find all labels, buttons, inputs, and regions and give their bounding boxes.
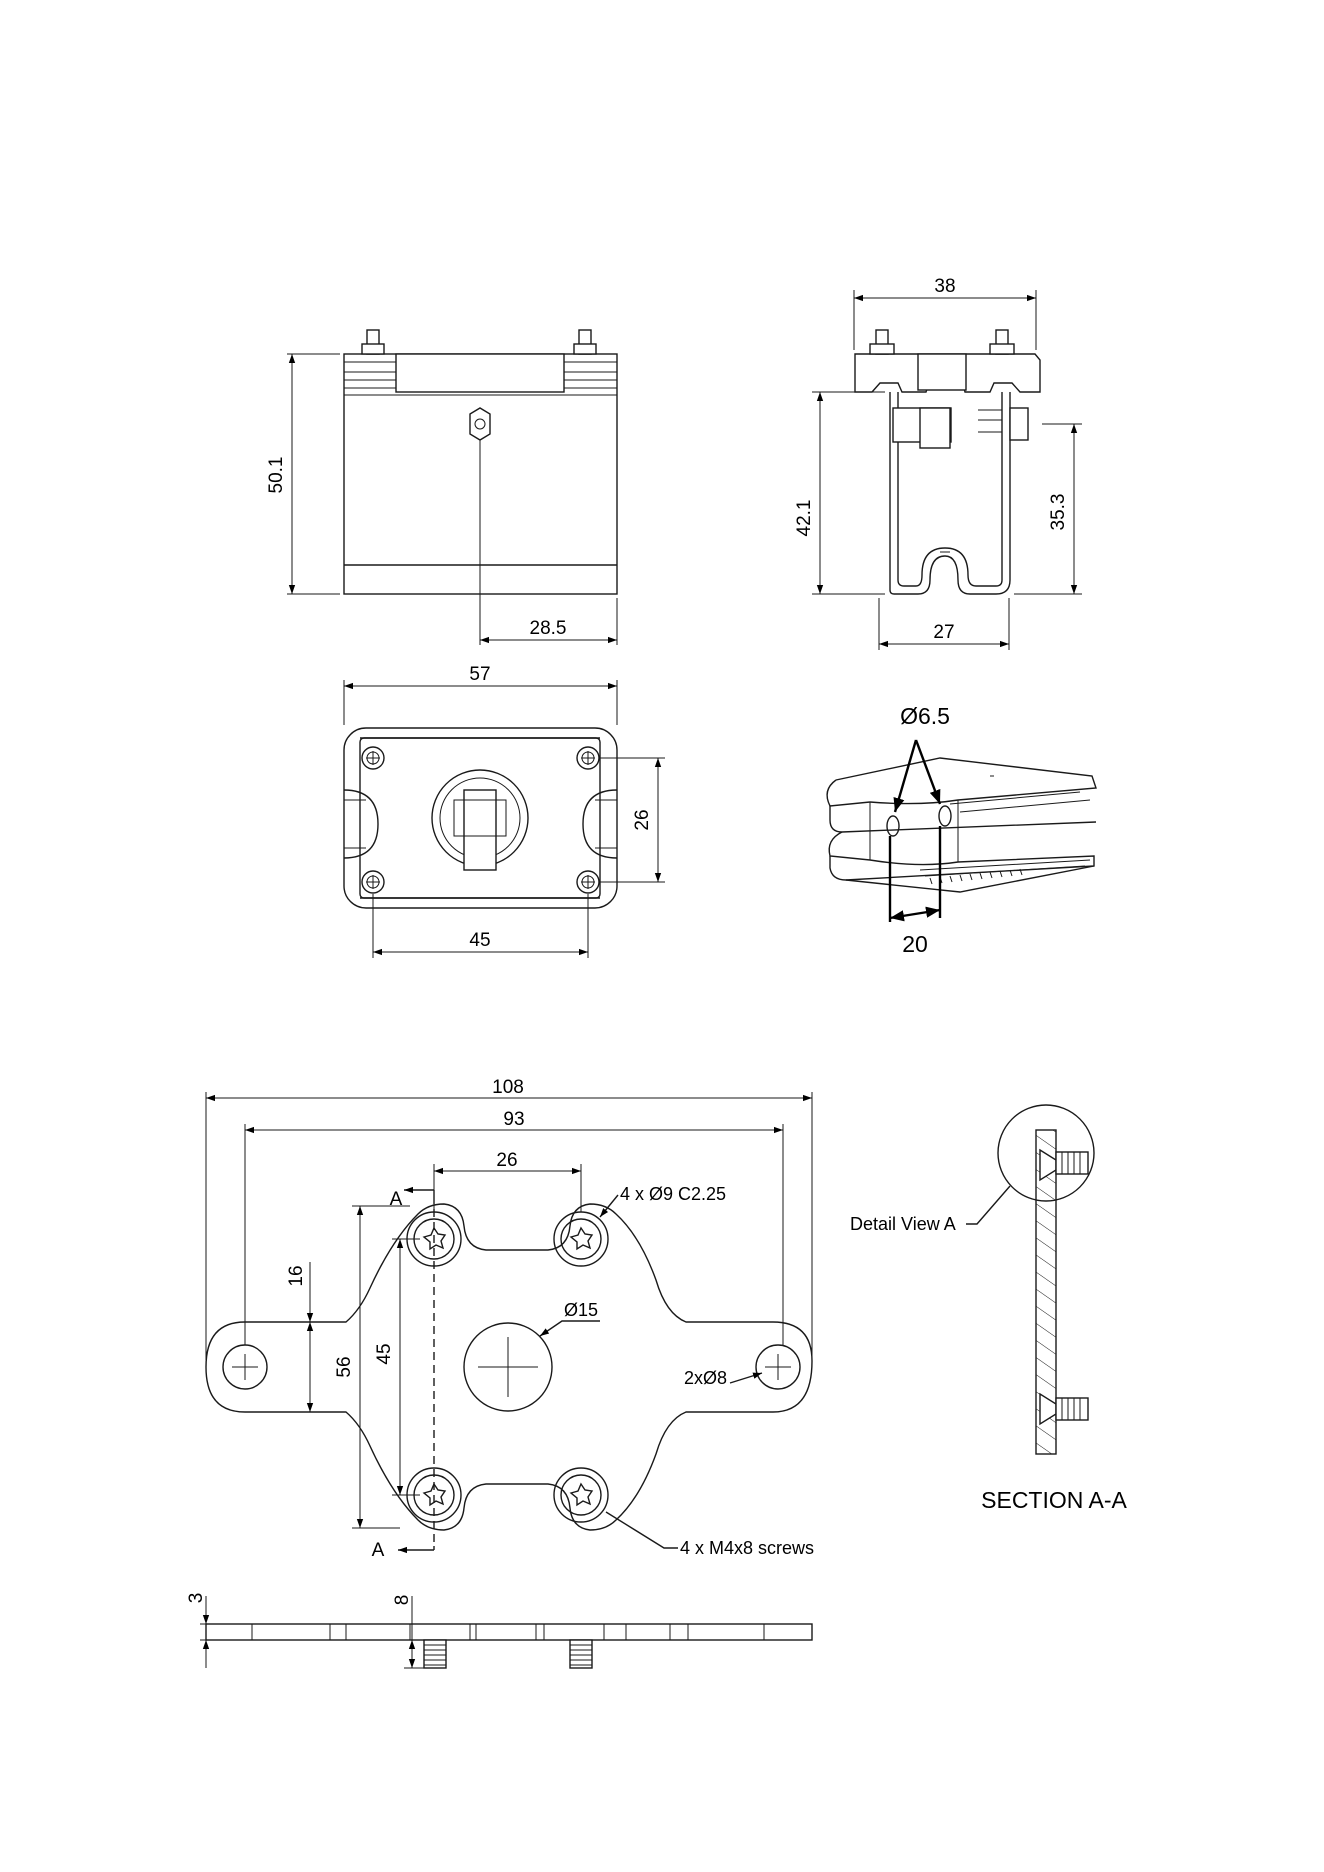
dim-front-height: 50.1 xyxy=(266,457,287,494)
front-view: 50.1 28.5 xyxy=(266,330,617,645)
dim-top-hole-pitch-h: 45 xyxy=(469,930,490,951)
iso-hole-diameter: Ø6.5 xyxy=(900,703,950,729)
mounting-plate: A A 108 93 26 4 x Ø9 C2.25 Ø15 2xØ8 4 x … xyxy=(206,1077,814,1561)
dim-plate-height: 56 xyxy=(334,1356,355,1377)
dim-side-right-height: 35.3 xyxy=(1048,494,1069,531)
dim-plate-width: 108 xyxy=(492,1077,524,1098)
section-marker-bottom: A xyxy=(372,1540,385,1561)
detail-view-label: Detail View A xyxy=(850,1214,956,1234)
dim-top-hole-pitch-v: 26 xyxy=(632,809,653,830)
iso-spacing: 20 xyxy=(902,931,928,957)
dim-plate-screw-pitch-v: 45 xyxy=(374,1343,395,1364)
dim-side-bottom-width: 27 xyxy=(933,622,954,643)
note-center-hole: Ø15 xyxy=(564,1300,598,1320)
iso-view: Ø6.5 20 xyxy=(827,703,1096,957)
dim-plate-screw-pitch-h: 26 xyxy=(496,1150,517,1171)
dim-screw-length: 8 xyxy=(392,1595,413,1606)
dim-side-top-width: 38 xyxy=(934,276,955,297)
dim-front-offset: 28.5 xyxy=(530,618,567,639)
dim-plate-ear-height: 16 xyxy=(286,1265,307,1286)
plate-side-view: 3 8 xyxy=(186,1593,812,1668)
dim-plate-thickness: 3 xyxy=(186,1593,207,1604)
dim-top-width: 57 xyxy=(469,664,490,685)
note-mount-holes: 2xØ8 xyxy=(684,1368,727,1388)
side-view: 38 42.1 35.3 27 xyxy=(794,276,1082,650)
dim-side-left-height: 42.1 xyxy=(794,500,815,537)
section-title: SECTION A-A xyxy=(981,1487,1127,1513)
note-screws: 4 x M4x8 screws xyxy=(680,1538,814,1558)
dim-plate-hole-span: 93 xyxy=(503,1109,524,1130)
section-view: Detail View A SECTION A-A xyxy=(850,1105,1128,1513)
top-view: 57 26 45 xyxy=(344,664,665,958)
section-marker-top: A xyxy=(390,1189,403,1210)
note-screw-holes: 4 x Ø9 C2.25 xyxy=(620,1184,726,1204)
